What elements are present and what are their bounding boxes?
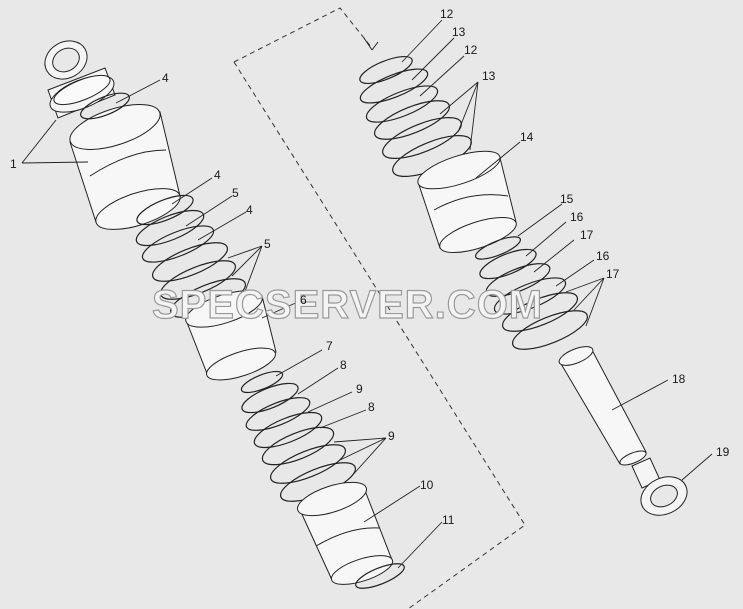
callout-6: 6: [300, 293, 307, 307]
part-11-ring: [355, 563, 405, 589]
callout-7: 7: [326, 339, 333, 353]
callout-1: 1: [10, 157, 17, 171]
callout-18: 18: [672, 372, 686, 386]
callout-labels: 1 4 4 5 4 5 6 7 8 9 8 9 10 11 12 13 12 1…: [10, 7, 730, 527]
callout-5: 5: [232, 186, 239, 200]
leader-lines: [21, 19, 713, 569]
callout-13: 13: [482, 69, 496, 83]
callout-17: 17: [606, 267, 620, 281]
callout-16: 16: [596, 249, 610, 263]
part-1-sleeve: [69, 104, 181, 230]
callout-9: 9: [388, 429, 395, 443]
callout-15: 15: [560, 192, 574, 206]
callout-10: 10: [420, 478, 434, 492]
callout-19: 19: [716, 445, 730, 459]
part-1-head-assembly: [44, 40, 116, 119]
callout-12: 12: [440, 7, 454, 21]
seal-rings-upper-left: [80, 92, 247, 318]
callout-4: 4: [214, 168, 221, 182]
assembly-path-dashed: [233, 7, 526, 609]
watermark: SPECSERVER.COM: [152, 283, 543, 327]
part-18-rod: [558, 346, 647, 466]
part-10-sleeve: [297, 481, 394, 585]
callout-11: 11: [442, 513, 455, 527]
part-14-sleeve: [417, 150, 517, 253]
assembly-arrow: [363, 37, 379, 51]
seal-rings-lower-right: [474, 236, 589, 350]
callout-8: 8: [340, 358, 347, 372]
callout-16: 16: [570, 210, 584, 224]
callout-8: 8: [368, 400, 375, 414]
callout-4: 4: [162, 71, 169, 85]
callout-12: 12: [464, 43, 478, 57]
callout-13: 13: [452, 25, 466, 39]
callout-14: 14: [520, 130, 534, 144]
callout-17: 17: [580, 228, 594, 242]
callout-9: 9: [356, 382, 363, 396]
seal-rings-middle-left: [240, 370, 357, 502]
callout-4: 4: [246, 203, 253, 217]
callout-5: 5: [264, 237, 271, 251]
part-6-sleeve: [185, 290, 277, 381]
part-19-rod-eye: [631, 457, 688, 516]
